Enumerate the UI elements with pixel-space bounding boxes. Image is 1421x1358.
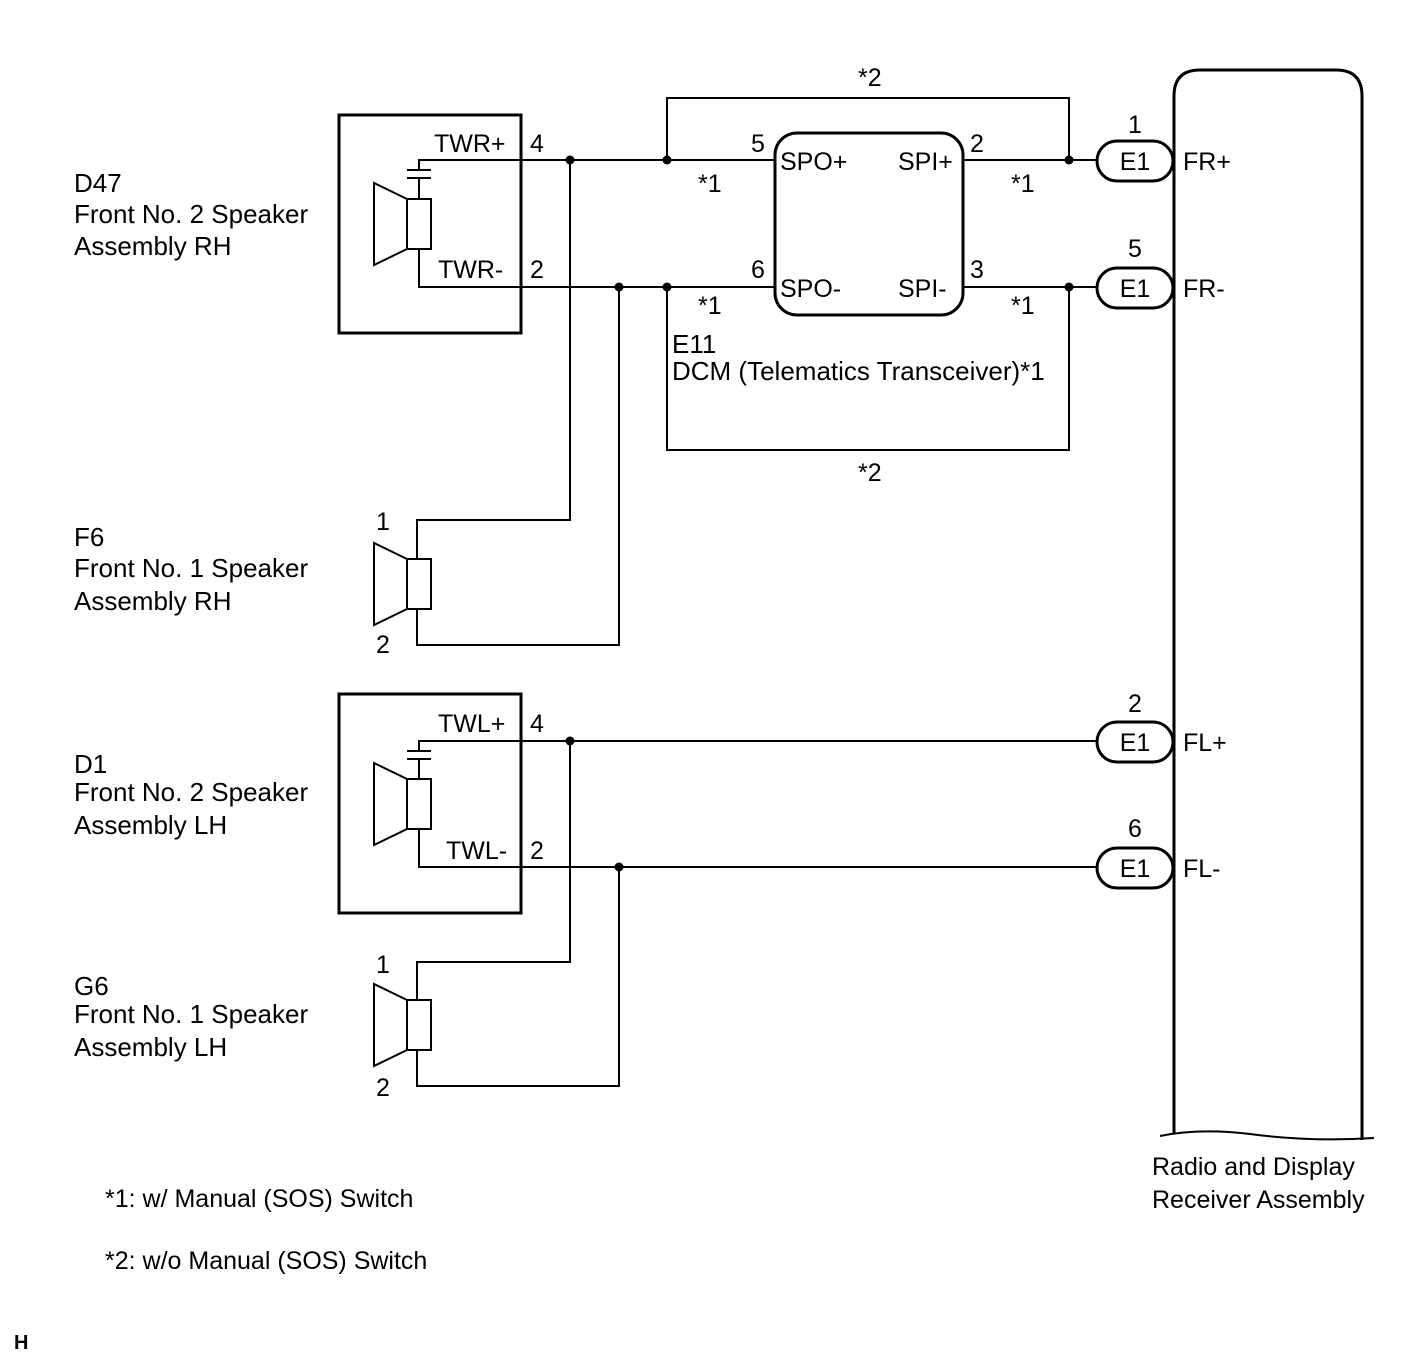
connector-name: E1 [1120,855,1151,883]
f6-speaker-icon [373,541,432,627]
d1-speaker-icon [373,750,432,847]
g6-name-line1: Front No. 1 Speaker [74,999,308,1029]
d47-box [337,113,523,335]
junction-dot [1064,155,1074,165]
d47-pos-label: TWR+ [434,130,506,158]
d47-code: D47 [74,168,122,198]
d1-box [337,692,523,915]
connector-name: E1 [1120,729,1151,757]
e11-spo-pos: SPO+ [780,148,847,176]
d47-name-line2: Assembly RH [74,231,231,261]
connector-e1-fr-pos: E1 1 FR+ [1095,111,1231,183]
mark-star2-top: *2 [858,64,882,92]
mark-star1-spo-neg: *1 [698,292,722,320]
f6-pos-wire [416,160,571,559]
junction-dot [565,736,575,746]
f6-neg-wire [416,287,620,646]
e11-pin-spi-pos: 2 [970,130,984,158]
receiver-outline [1172,68,1364,1140]
note-star1: *1: w/ Manual (SOS) Switch [105,1185,413,1213]
d1-neg-pin: 2 [530,837,544,865]
connector-name: E1 [1120,148,1151,176]
connector-pin: 6 [1128,815,1142,843]
e11-spi-pos: SPI+ [898,148,953,176]
junction-dot [614,862,624,872]
receiver-break-line [1159,1130,1375,1141]
e11-spo-neg: SPO- [780,275,841,303]
connector-signal: FL+ [1183,729,1227,757]
mark-star1-spi-neg: *1 [1011,292,1035,320]
f6-neg-pin: 2 [376,631,390,659]
d1-pos-wire [418,740,1097,751]
g6-pos-pin: 1 [376,951,390,979]
d47-name-line1: Front No. 2 Speaker [74,199,308,229]
junction-dot [662,155,672,165]
mark-star1-spi-pos: *1 [1011,170,1035,198]
receiver-label-line1: Radio and Display [1152,1153,1355,1181]
note-star2: *2: w/o Manual (SOS) Switch [105,1247,427,1275]
junction-dot [1064,282,1074,292]
f6-name-line2: Assembly RH [74,586,231,616]
junction-dot [662,282,672,292]
e11-pin-spo-neg: 6 [751,256,765,284]
e11-pin-spi-neg: 3 [970,256,984,284]
d1-pos-pin: 4 [530,710,544,738]
f6-name-line1: Front No. 1 Speaker [74,553,308,583]
g6-code: G6 [74,971,109,1001]
g6-neg-wire [416,867,620,1087]
d47-pos-pin: 4 [530,130,544,158]
f6-pos-pin: 1 [376,508,390,536]
connector-pin: 2 [1128,690,1142,718]
e11-name: DCM (Telematics Transceiver)*1 [672,356,1045,386]
connector-signal: FR- [1183,275,1225,303]
mark-star1-spo-pos: *1 [698,170,722,198]
connector-pin: 5 [1128,235,1142,263]
d47-neg-wire [418,249,775,288]
d1-neg-label: TWL- [446,837,507,865]
mark-star2-bottom: *2 [858,459,882,487]
d47-pos-wire [418,159,775,170]
connector-signal: FR+ [1183,148,1231,176]
g6-pos-wire [416,741,571,1000]
d1-code: D1 [74,749,107,779]
d1-neg-wire [418,829,1097,868]
d1-pos-label: TWL+ [438,710,505,738]
g6-neg-pin: 2 [376,1074,390,1102]
bypass-top-wire [666,97,1070,160]
f6-code: F6 [74,522,104,552]
junction-dot [614,282,624,292]
bypass-bottom-wire [666,287,1070,451]
connector-signal: FL- [1183,855,1221,883]
g6-name-line2: Assembly LH [74,1032,227,1062]
connector-e1-fl-pos: E1 2 FL+ [1095,690,1227,764]
e11-code: E11 [672,329,716,359]
connector-e1-fl-neg: E1 6 FL- [1095,815,1221,890]
d47-neg-label: TWR- [438,256,503,284]
receiver-label-line2: Receiver Assembly [1152,1186,1365,1214]
footer-letter: H [14,1332,28,1354]
d1-name-line1: Front No. 2 Speaker [74,777,308,807]
d47-speaker-icon [373,169,432,267]
d47-neg-pin: 2 [530,256,544,284]
d1-name-line2: Assembly LH [74,810,227,840]
connector-e1-fr-neg: E1 5 FR- [1095,235,1225,310]
g6-speaker-icon [373,982,432,1068]
junction-dot [565,155,575,165]
e11-pin-spo-pos: 5 [751,130,765,158]
connector-name: E1 [1120,275,1151,303]
e11-box [773,131,965,317]
e11-spi-neg: SPI- [898,275,947,303]
connector-pin: 1 [1128,111,1142,139]
